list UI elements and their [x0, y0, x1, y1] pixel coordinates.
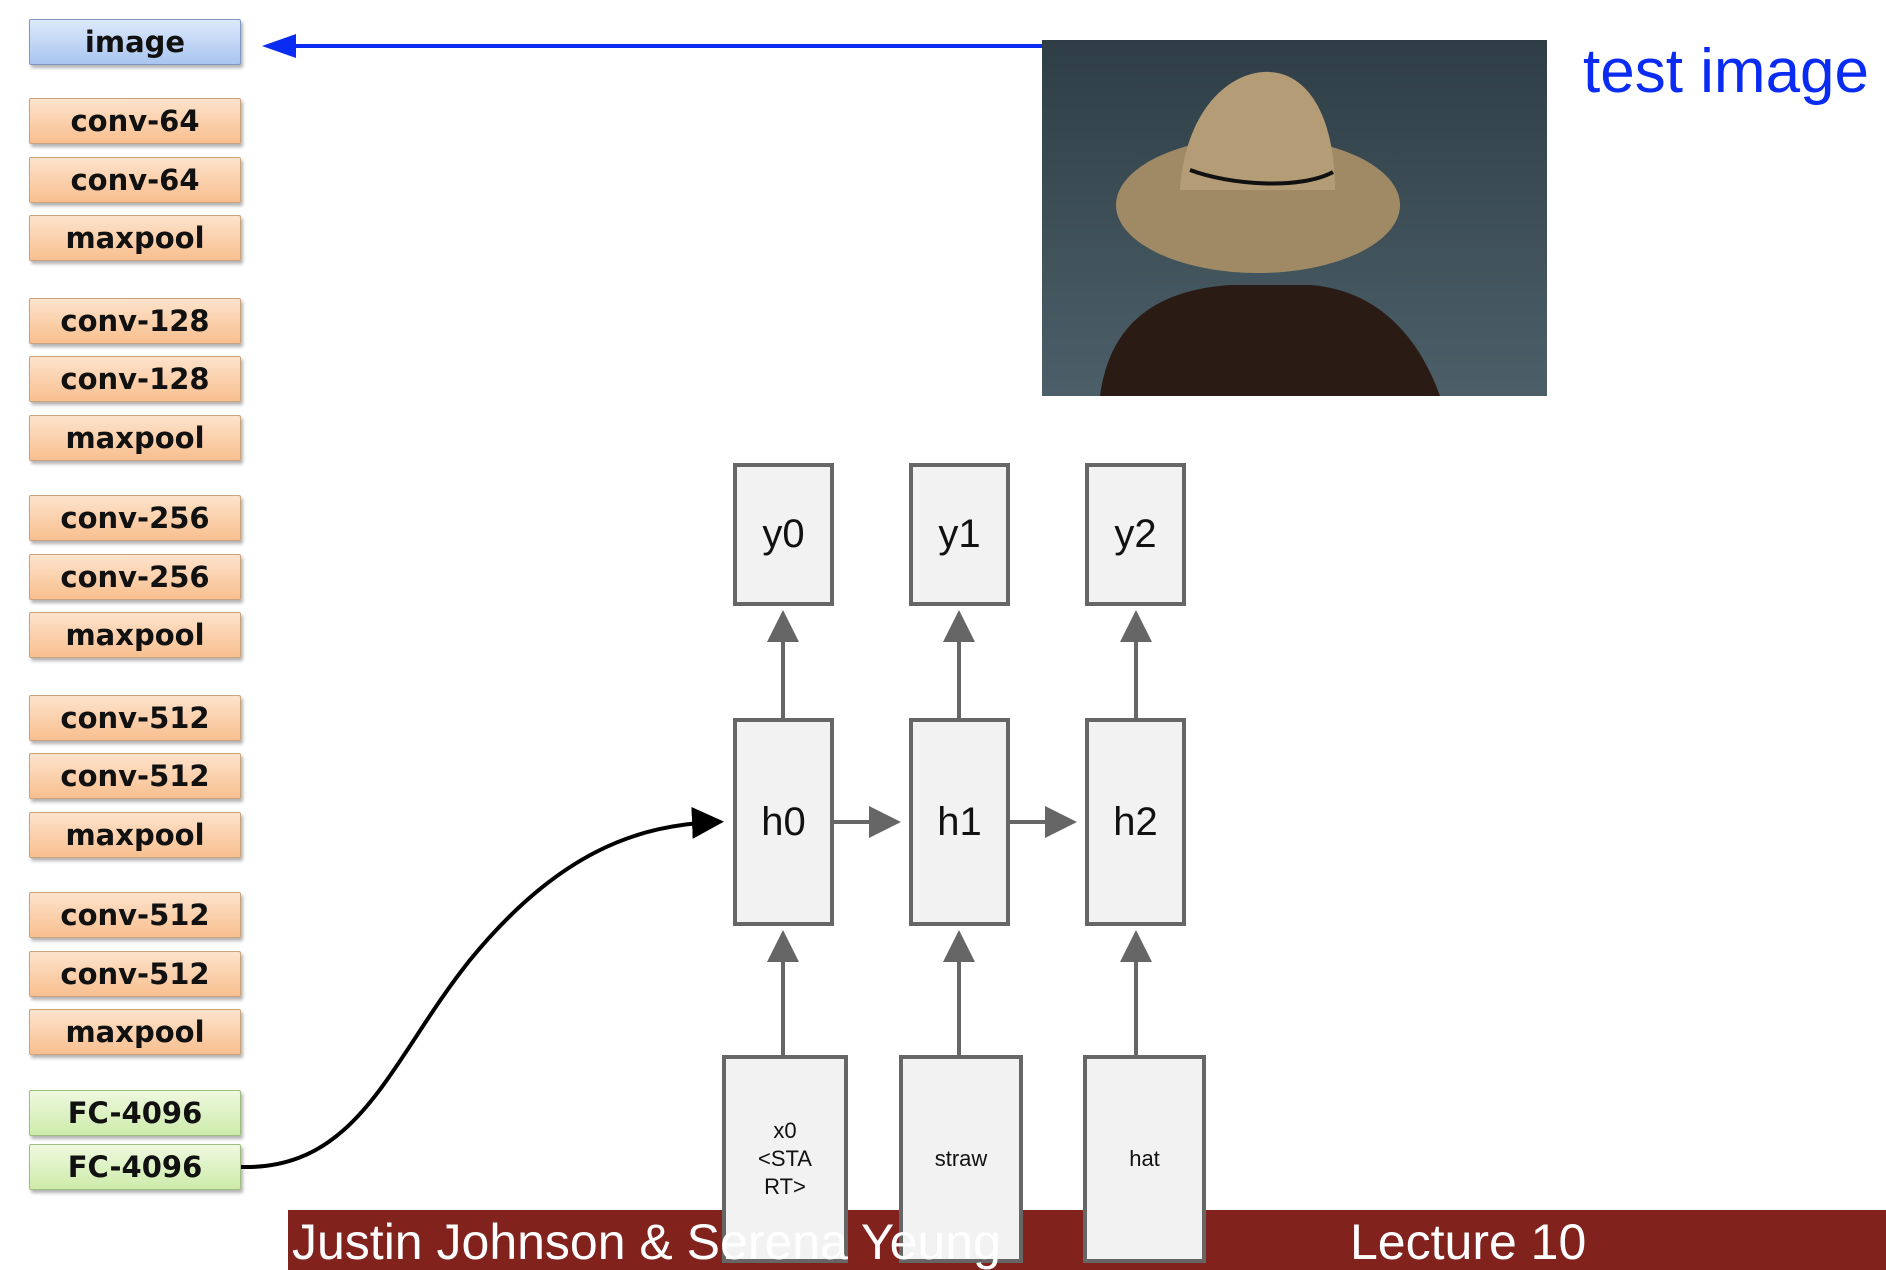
cnn-layer-maxpool: maxpool	[29, 415, 241, 461]
cnn-layer-maxpool: maxpool	[29, 812, 241, 858]
cnn-layer-maxpool: maxpool	[29, 215, 241, 261]
cnn-layer-image: image	[29, 19, 241, 65]
blue-arrow	[262, 34, 1042, 58]
cnn-layer-maxpool: maxpool	[29, 612, 241, 658]
input-hat: hat	[1083, 1055, 1206, 1263]
cnn-layer-conv-256: conv-256	[29, 495, 241, 541]
cnn-layer-conv-128: conv-128	[29, 298, 241, 344]
cnn-layer-fc-4096: FC-4096	[29, 1144, 241, 1190]
hidden-h2: h2	[1085, 718, 1186, 926]
input-x0: x0 <STA RT>	[722, 1055, 848, 1263]
cnn-layer-conv-64: conv-64	[29, 157, 241, 203]
output-y2: y2	[1085, 463, 1186, 606]
cnn-layer-conv-512: conv-512	[29, 892, 241, 938]
hidden-h0: h0	[733, 718, 834, 926]
cnn-layer-maxpool: maxpool	[29, 1009, 241, 1055]
cnn-layer-conv-512: conv-512	[29, 695, 241, 741]
output-y1: y1	[909, 463, 1010, 606]
arrows	[767, 610, 1152, 1055]
hidden-h1: h1	[909, 718, 1010, 926]
footer-authors: Justin Johnson & Serena Yeung	[292, 1214, 1001, 1270]
cnn-layer-conv-128: conv-128	[29, 356, 241, 402]
cnn-layer-conv-512: conv-512	[29, 753, 241, 799]
cnn-layer-conv-64: conv-64	[29, 98, 241, 144]
footer-lecture: Lecture 10	[1350, 1214, 1587, 1270]
feature-arrow	[240, 806, 724, 1170]
output-y0: y0	[733, 463, 834, 606]
cnn-layer-fc-4096: FC-4096	[29, 1090, 241, 1136]
cnn-layer-conv-512: conv-512	[29, 951, 241, 997]
cnn-layer-conv-256: conv-256	[29, 554, 241, 600]
test-image-label: test image	[1583, 37, 1870, 106]
input-straw: straw	[899, 1055, 1023, 1263]
test-photo	[1042, 40, 1547, 396]
